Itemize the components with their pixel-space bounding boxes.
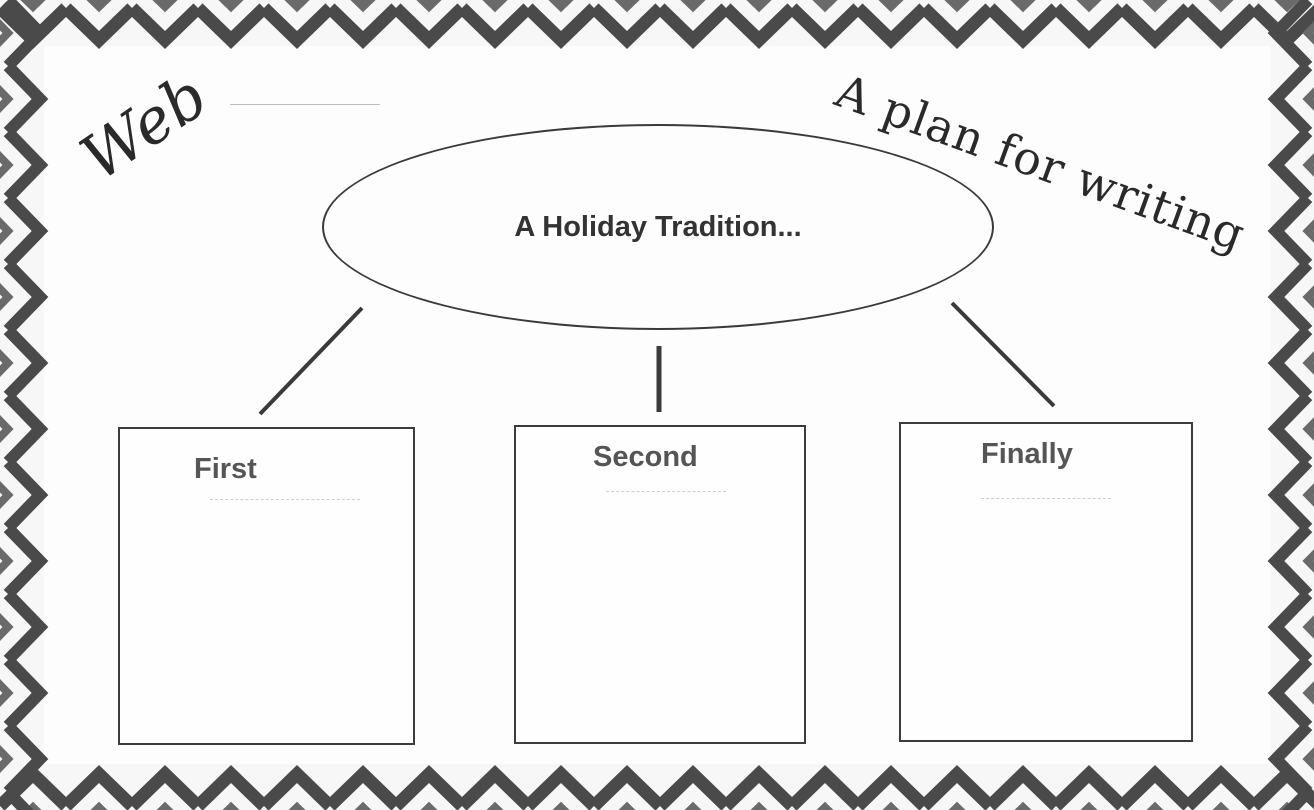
box-second-rule bbox=[606, 491, 726, 492]
box-finally[interactable]: Finally bbox=[899, 422, 1193, 742]
title-rule bbox=[230, 104, 380, 105]
topic-label: A Holiday Tradition... bbox=[514, 210, 802, 243]
box-first-rule bbox=[210, 499, 360, 500]
chevron-border-bottom bbox=[0, 762, 1314, 810]
chevron-border-left bbox=[0, 0, 52, 810]
box-finally-rule bbox=[981, 498, 1111, 499]
chevron-border-right bbox=[1266, 0, 1314, 810]
box-first[interactable]: First bbox=[118, 427, 415, 745]
box-finally-label: Finally bbox=[981, 438, 1073, 470]
box-second-label: Second bbox=[593, 441, 698, 473]
box-first-label: First bbox=[194, 453, 257, 485]
box-second[interactable]: Second bbox=[514, 425, 806, 744]
topic-oval: A Holiday Tradition... bbox=[322, 124, 994, 330]
chevron-border-top bbox=[0, 0, 1314, 52]
